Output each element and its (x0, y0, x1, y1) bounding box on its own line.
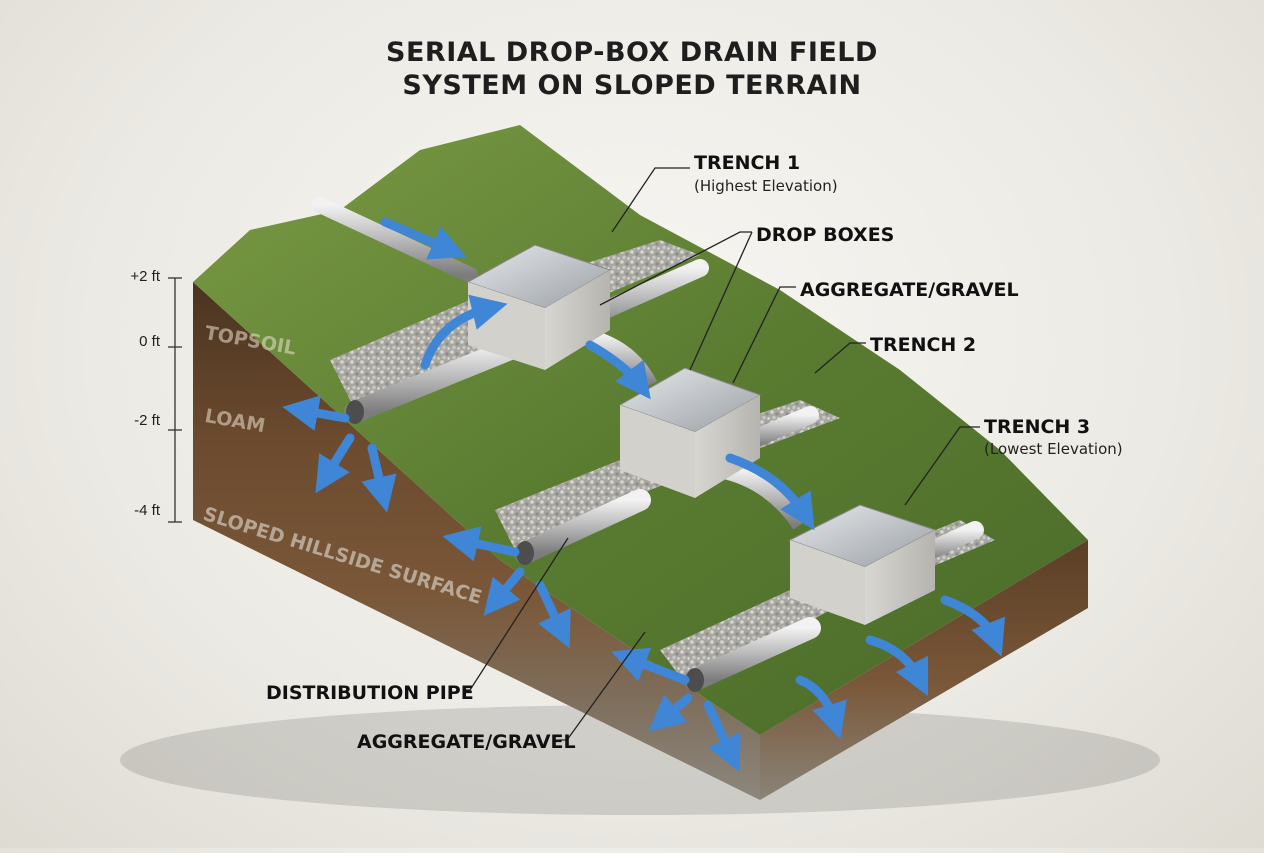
scale-tick-minus-4: -4 ft (134, 502, 160, 519)
diagram-title-line-1: SERIAL DROP-BOX DRAIN FIELD (386, 37, 878, 68)
label-trench-3-sub: (Lowest Elevation) (984, 440, 1123, 458)
label-trench-1: TRENCH 1 (694, 152, 801, 174)
ground-shadow (120, 705, 1160, 815)
scale-tick-0: 0 ft (139, 333, 160, 350)
leader-lines (463, 167, 980, 741)
label-trench-2: TRENCH 2 (870, 334, 977, 356)
drop-box-3 (788, 504, 937, 625)
flow-arrows (282, 217, 1006, 773)
scale-tick-plus-2: +2 ft (130, 268, 160, 285)
scale-tick-minus-2: -2 ft (134, 412, 160, 429)
elevation-scale (168, 277, 182, 523)
label-aggregate-top: AGGREGATE/GRAVEL (800, 279, 1019, 301)
drop-box-2 (618, 367, 762, 498)
label-drop-boxes: DROP BOXES (756, 224, 895, 246)
label-distribution-pipe: DISTRIBUTION PIPE (266, 682, 474, 704)
label-aggregate-bottom: AGGREGATE/GRAVEL (357, 731, 576, 753)
label-trench-1-sub: (Highest Elevation) (694, 177, 838, 195)
label-trench-3: TRENCH 3 (984, 416, 1091, 438)
diagram-title-line-2: SYSTEM ON SLOPED TERRAIN (402, 70, 862, 101)
